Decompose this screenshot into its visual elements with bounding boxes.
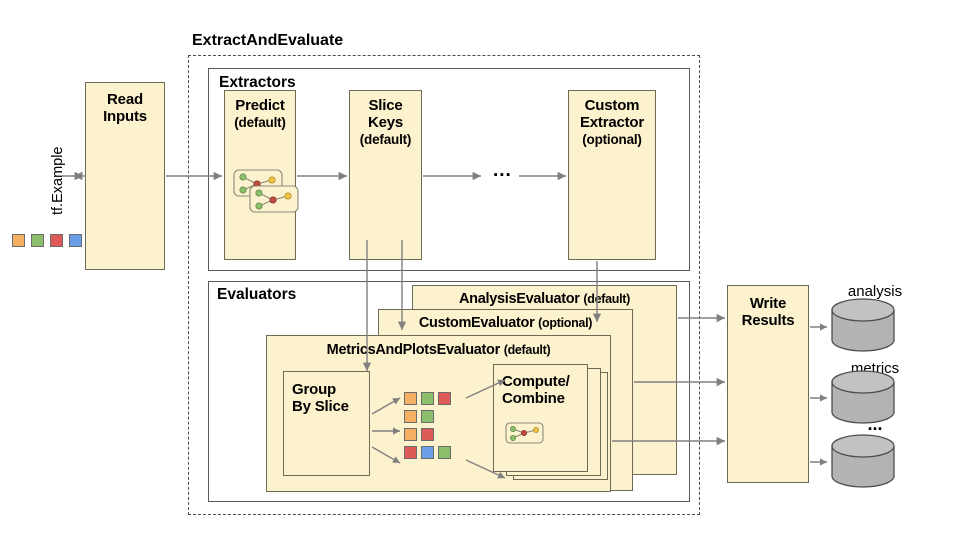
evaluator-custom-qualifier: (optional) (538, 316, 593, 330)
write-results-line2: Results (741, 312, 795, 329)
swatch-orange (12, 234, 25, 247)
custom-extractor-line2: Extractor (579, 114, 645, 131)
compute-combine-graph-icon (505, 422, 544, 444)
swatch-blue (69, 234, 82, 247)
compute-combine-node[interactable]: Compute/ Combine (493, 364, 588, 472)
swatch-red (50, 234, 63, 247)
extractors-label: Extractors (219, 74, 296, 91)
arrow-groupbyslice-slice1 (371, 397, 401, 415)
slice-swatch (438, 392, 451, 405)
output-label-analysis: analysis (847, 283, 903, 300)
evaluator-analysis-name: AnalysisEvaluator (459, 291, 580, 307)
write-results-line1: Write (749, 295, 787, 312)
evaluator-analysis-label: AnalysisEvaluator (default) (413, 291, 676, 307)
compute-combine-line2: Combine (502, 390, 565, 407)
slice-swatch (404, 446, 417, 459)
arrow-slices-computecombine-bottom (465, 459, 506, 479)
evaluator-metrics-label: MetricsAndPlotsEvaluator (default) (267, 342, 610, 358)
read-inputs-line2: Inputs (103, 108, 147, 125)
evaluator-custom-name: CustomEvaluator (418, 315, 535, 331)
slice-swatch (421, 392, 434, 405)
extract-and-evaluate-title: ExtractAndEvaluate (192, 32, 344, 49)
predict-label: Predict (default) (225, 97, 295, 131)
output-cylinder-metrics[interactable] (831, 370, 895, 424)
slice-swatch-grid (404, 392, 464, 464)
input-swatch-strip (12, 234, 82, 248)
predict-qualifier: (default) (234, 115, 286, 130)
predict-line1: Predict (235, 97, 285, 114)
group-by-slice-label: Group By Slice (292, 381, 369, 415)
extract-and-evaluate-container (188, 55, 700, 515)
slice-swatch (404, 428, 417, 441)
read-inputs-node[interactable]: Read Inputs (85, 82, 165, 270)
evaluator-metrics-name: MetricsAndPlotsEvaluator (326, 342, 501, 358)
slice-keys-line1: Slice (368, 97, 403, 114)
custom-extractor-qualifier: (optional) (582, 132, 642, 147)
compute-combine-label: Compute/ Combine (502, 373, 587, 407)
arrow-groupbyslice-slice3 (371, 446, 401, 464)
output-cylinder-other[interactable] (831, 434, 895, 488)
group-by-slice-line1: Group (292, 381, 336, 398)
evaluator-analysis-qualifier: (default) (583, 292, 630, 306)
slice-swatch (438, 446, 451, 459)
compute-combine-line1: Compute/ (502, 373, 570, 390)
group-by-slice-line2: By Slice (292, 398, 349, 415)
custom-extractor-line1: Custom (584, 97, 640, 114)
swatch-green (31, 234, 44, 247)
custom-extractor-label: Custom Extractor (optional) (569, 97, 655, 148)
extractor-node-slice-keys[interactable]: Slice Keys (default) (349, 90, 422, 260)
read-inputs-label: Read Inputs (86, 91, 164, 125)
slice-keys-line2: Keys (367, 114, 404, 131)
extractor-node-custom[interactable]: Custom Extractor (optional) (568, 90, 656, 260)
slice-keys-qualifier: (default) (359, 132, 412, 147)
output-cylinder-analysis[interactable] (831, 298, 895, 352)
write-results-node[interactable]: Write Results (727, 285, 809, 483)
evaluator-custom-label: CustomEvaluator (optional) (379, 315, 632, 331)
slice-swatch (421, 446, 434, 459)
evaluators-label: Evaluators (217, 286, 297, 303)
arrow-slices-computecombine-top (465, 379, 506, 399)
slice-swatch (421, 410, 434, 423)
evaluator-metrics-qualifier: (default) (503, 343, 551, 357)
read-inputs-line1: Read (107, 91, 143, 108)
slice-swatch (404, 410, 417, 423)
slice-swatch (421, 428, 434, 441)
slice-swatch (404, 392, 417, 405)
slice-keys-label: Slice Keys (default) (350, 97, 421, 148)
group-by-slice-node[interactable]: Group By Slice (283, 371, 370, 476)
predict-graph-icon (233, 169, 299, 213)
write-results-label: Write Results (728, 295, 808, 329)
extractors-ellipsis: ... (493, 160, 512, 181)
